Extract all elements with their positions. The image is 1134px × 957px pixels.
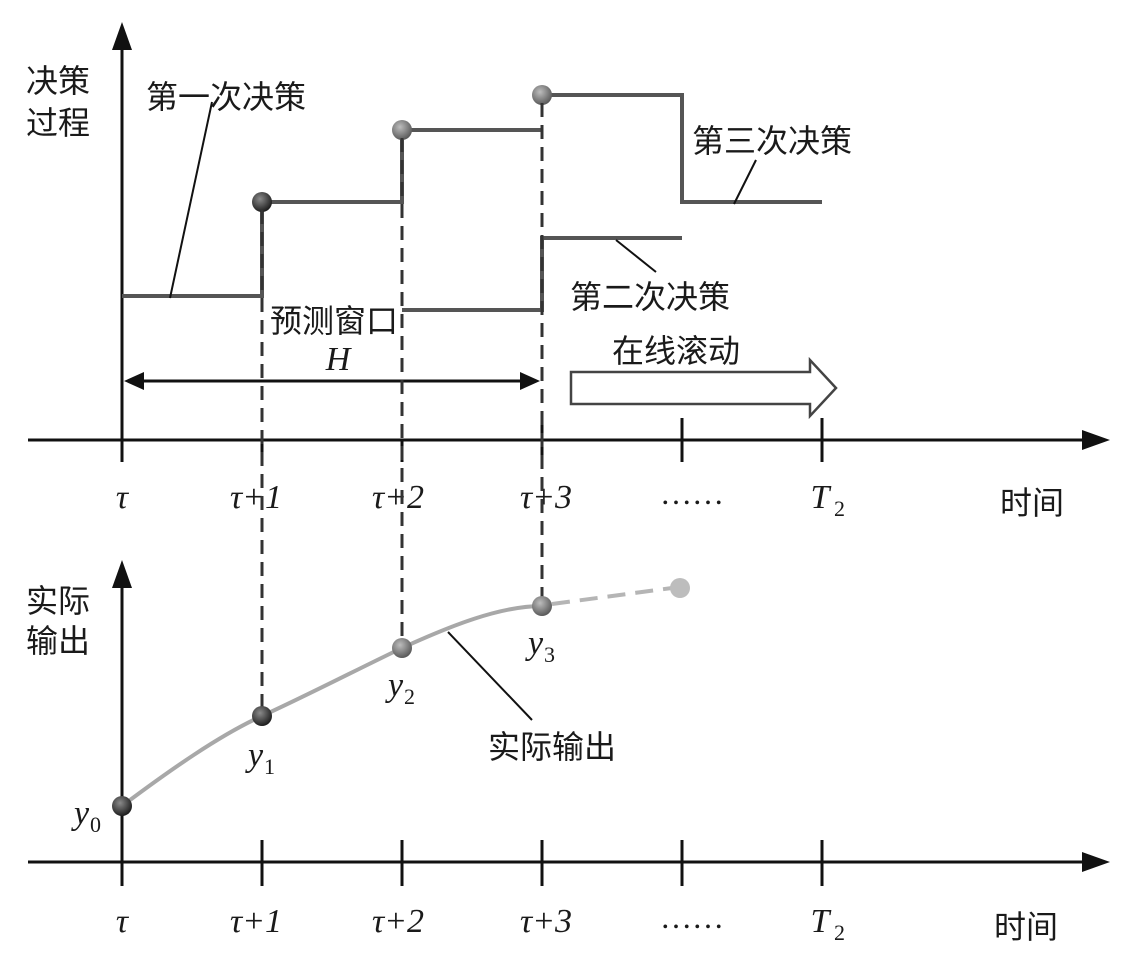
top-tick-label-T2: T bbox=[811, 479, 832, 516]
bottom-y-axis-arrow-icon bbox=[112, 560, 132, 588]
actual-output-label: 实际输出 bbox=[488, 728, 616, 766]
bottom-tick-label-tau-plus-2: τ+2 bbox=[372, 903, 424, 940]
bottom-tick-marks bbox=[120, 840, 824, 886]
decision-marker-2 bbox=[392, 120, 412, 140]
label-y0: y 0 bbox=[71, 795, 101, 837]
label-y2: y 2 bbox=[385, 667, 415, 709]
top-tick-label-ellipsis: …… bbox=[660, 475, 724, 511]
top-tick-label-tau-plus-3: τ+3 bbox=[520, 479, 572, 516]
bottom-tick-label-T2-sub: 2 bbox=[834, 920, 845, 945]
top-tick-label-tau-plus-2: τ+2 bbox=[372, 479, 424, 516]
bottom-x-axis-arrow-icon bbox=[1082, 852, 1110, 872]
svg-text:2: 2 bbox=[404, 684, 415, 709]
rolling-arrow-icon bbox=[569, 356, 838, 420]
actual-output-leader bbox=[447, 631, 533, 721]
top-y-label-line2: 过程 bbox=[26, 104, 90, 142]
decision-steps bbox=[122, 93, 822, 312]
top-tick-label-tau-plus-1: τ+1 bbox=[230, 479, 282, 516]
output-marker-y2 bbox=[392, 638, 412, 658]
actual-output-curve bbox=[120, 604, 543, 808]
second-decision-label: 第二次决策 bbox=[570, 278, 730, 316]
second-decision-line bbox=[402, 236, 682, 312]
prediction-window-label: 预测窗口 bbox=[270, 302, 398, 340]
bottom-y-label-line2: 输出 bbox=[26, 622, 90, 660]
svg-text:y: y bbox=[525, 625, 544, 662]
svg-text:y: y bbox=[245, 737, 264, 774]
bottom-tick-label-tau-plus-1: τ+1 bbox=[230, 903, 282, 940]
prediction-window-left-arrow-icon bbox=[124, 372, 144, 390]
rolling-label: 在线滚动 bbox=[612, 332, 740, 370]
svg-text:0: 0 bbox=[90, 812, 101, 837]
top-x-unit-label: 时间 bbox=[1000, 484, 1064, 522]
top-y-axis-arrow-icon bbox=[112, 22, 132, 50]
output-marker-y0 bbox=[112, 796, 132, 816]
top-panel: 决策 过程 τ τ+1 τ+2 τ+3 …… T 2 时间 第一次决策 第三次决… bbox=[26, 22, 1110, 522]
label-y1: y 1 bbox=[245, 737, 275, 779]
first-decision-label: 第一次决策 bbox=[146, 78, 306, 116]
svg-text:1: 1 bbox=[264, 754, 275, 779]
svg-text:y: y bbox=[71, 795, 90, 832]
bottom-tick-label-ellipsis: …… bbox=[660, 899, 724, 935]
dashed-connectors bbox=[260, 103, 544, 712]
third-decision-label: 第三次决策 bbox=[692, 122, 852, 160]
top-x-axis-arrow-icon bbox=[1082, 430, 1110, 450]
bottom-y-label-line1: 实际 bbox=[26, 582, 90, 620]
bottom-tick-label-tau-plus-3: τ+3 bbox=[520, 903, 572, 940]
bottom-panel: 实际 输出 τ τ+1 τ+2 τ+3 …… T 2 时间 y 0 y 1 y … bbox=[26, 560, 1110, 946]
output-marker-forecast bbox=[670, 578, 690, 598]
svg-text:y: y bbox=[385, 667, 404, 704]
bottom-x-unit-label: 时间 bbox=[994, 908, 1058, 946]
actual-output-forecast-dashed bbox=[551, 586, 673, 606]
bottom-tick-label-tau: τ bbox=[116, 903, 130, 940]
output-marker-y3 bbox=[532, 596, 552, 616]
first-decision-line bbox=[122, 128, 542, 298]
third-decision-leader bbox=[733, 159, 757, 205]
prediction-window-symbol: H bbox=[325, 341, 353, 378]
third-decision-line bbox=[542, 93, 822, 204]
decision-marker-3 bbox=[532, 85, 552, 105]
top-tick-label-tau: τ bbox=[116, 479, 130, 516]
top-y-label-line1: 决策 bbox=[26, 62, 90, 100]
decision-marker-1 bbox=[252, 192, 272, 212]
first-decision-leader bbox=[169, 101, 213, 299]
prediction-window-right-arrow-icon bbox=[520, 372, 540, 390]
bottom-tick-label-T2: T bbox=[811, 903, 832, 940]
label-y3: y 3 bbox=[525, 625, 555, 667]
svg-text:3: 3 bbox=[544, 642, 555, 667]
output-marker-y1 bbox=[252, 706, 272, 726]
top-tick-label-T2-sub: 2 bbox=[834, 496, 845, 521]
second-decision-leader bbox=[615, 239, 657, 273]
